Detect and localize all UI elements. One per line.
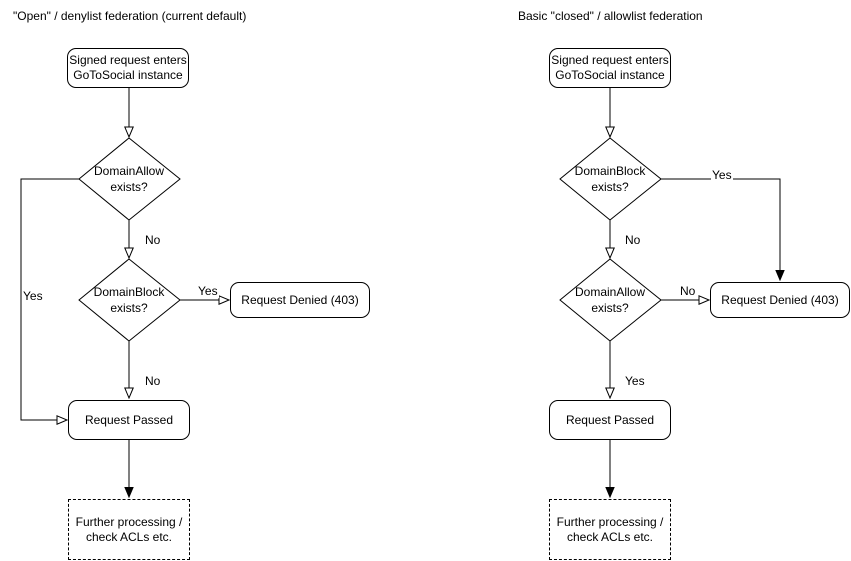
edge-label-left-decision1-no: No [144,233,162,247]
edge-right-decision1-yes [661,178,780,280]
node-right-decision1-label: DomainBlock exists? [574,164,646,194]
decision-diamond-left-domainblock [78,258,181,342]
node-left-passed: Request Passed [68,400,190,440]
edge-label-right-decision1-no: No [624,233,642,247]
node-right-start: Signed request enters GoToSocial instanc… [549,48,671,88]
node-left-decision2-label: DomainBlock exists? [93,285,165,315]
decision-diamond-right-domainblock [559,137,662,221]
right-chart-title: Basic "closed" / allowlist federation [518,9,703,23]
node-right-decision2-label: DomainAllow exists? [574,285,646,315]
node-right-passed: Request Passed [549,400,671,440]
node-left-decision1-label: DomainAllow exists? [93,164,165,194]
decision-diamond-right-domainallow [559,258,662,342]
node-left-further-processing: Further processing / check ACLs etc. [68,499,190,560]
left-chart-title: "Open" / denylist federation (current de… [13,9,247,23]
edge-label-right-decision2-no: No [679,284,697,298]
node-left-start: Signed request enters GoToSocial instanc… [67,48,189,88]
edge-label-right-decision2-yes: Yes [624,374,646,388]
edge-label-right-decision1-yes: Yes [711,168,733,182]
edge-label-left-decision2-yes: Yes [197,284,219,298]
node-right-further-processing: Further processing / check ACLs etc. [549,499,671,560]
edge-label-left-decision2-no: No [144,374,162,388]
edge-label-left-decision1-yes: Yes [22,289,44,303]
node-right-denied: Request Denied (403) [710,282,850,318]
edge-left-decision1-yes-loop [20,178,79,420]
node-left-denied: Request Denied (403) [230,282,370,318]
decision-diamond-left-domainallow [78,137,181,221]
